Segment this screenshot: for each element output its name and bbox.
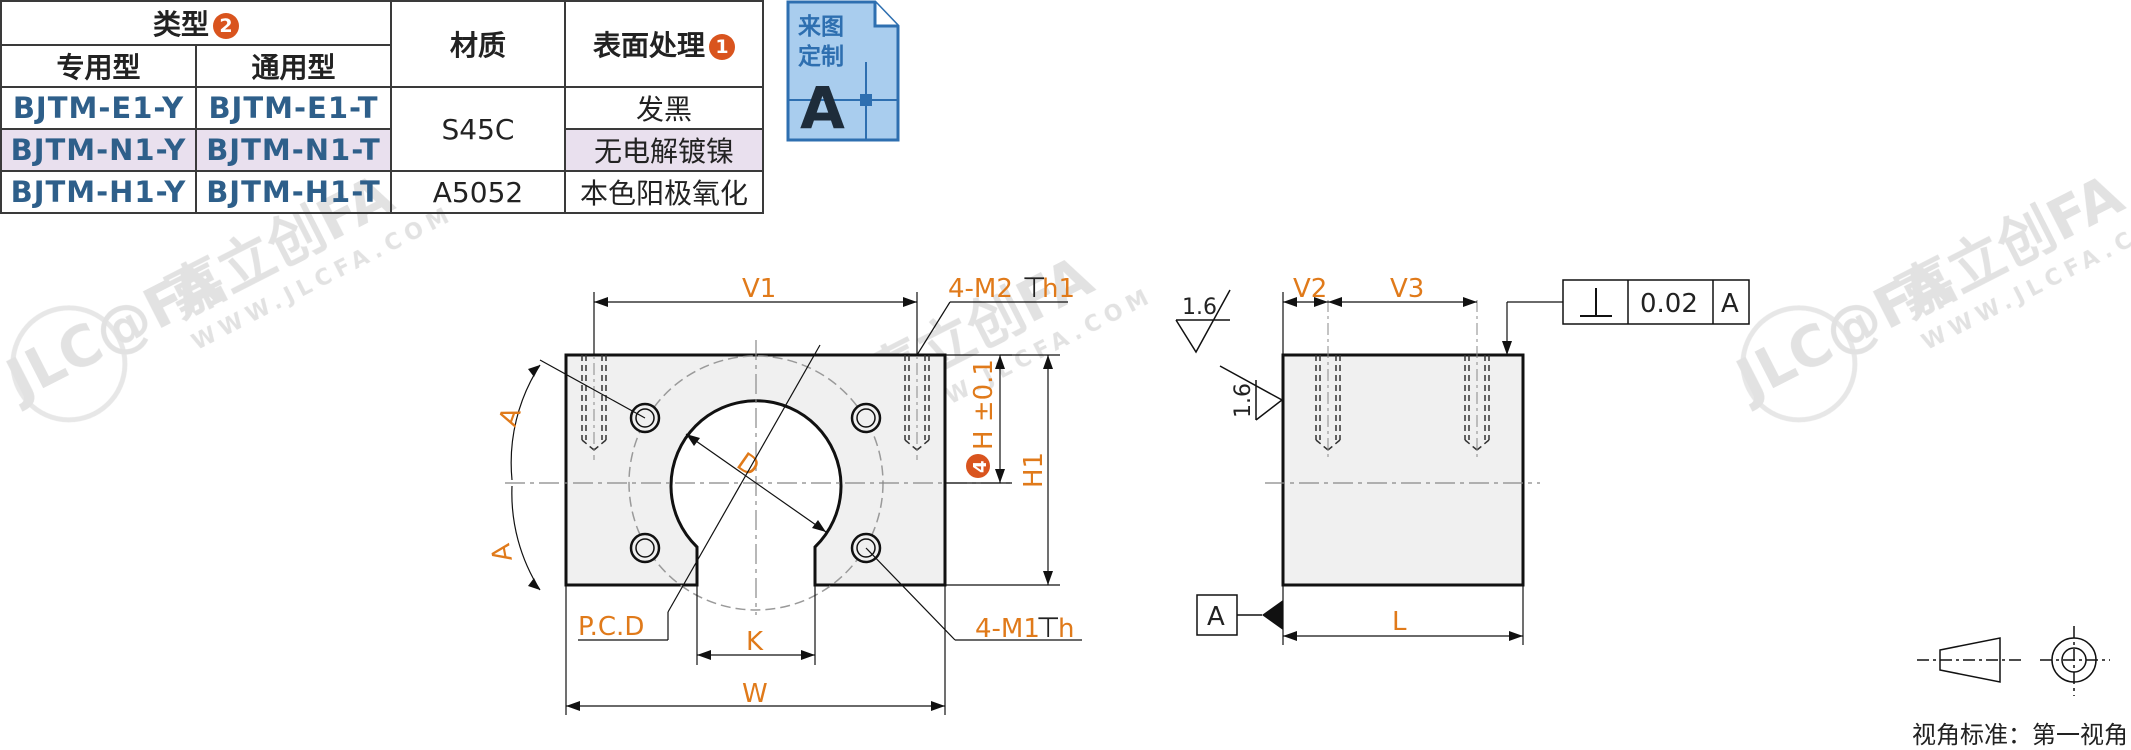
general-header: 通用型 — [195, 44, 392, 88]
dim-w: W — [742, 679, 768, 709]
code-general: BJTM-H1-T — [195, 170, 392, 214]
custom-icon-letter: A — [800, 74, 845, 142]
custom-icon-line2: 定制 — [798, 43, 844, 70]
code-general: BJTM-N1-T — [195, 128, 392, 172]
table-row: BJTM-H1-Y BJTM-H1-T A5052 本色阳极氧化 — [0, 170, 764, 214]
material-header: 材质 — [390, 0, 566, 88]
material-cell: S45C — [390, 86, 566, 172]
mounting-hole — [629, 532, 661, 564]
type-header-label: 类型 — [152, 8, 209, 41]
thread-top-label: 4-M2 — [948, 274, 1013, 304]
depth-symbol-top: ⊤ — [1022, 271, 1046, 304]
h-badge: 4 — [970, 460, 991, 473]
code-dedicated: BJTM-H1-Y — [0, 170, 197, 214]
dim-d: D — [731, 447, 765, 483]
thread-bottom-label: 4-M1 — [975, 614, 1040, 644]
perp-datum: A — [1721, 289, 1739, 319]
depth-symbol-bottom: ⊤ — [1036, 611, 1060, 644]
thread-bottom-depth: h — [1058, 614, 1074, 644]
thread-top-depth: h1 — [1042, 274, 1075, 304]
dim-k: K — [746, 627, 764, 657]
dim-v1: V1 — [742, 274, 776, 304]
surface-cell: 无电解镀镍 — [564, 128, 764, 172]
surface-cell: 发黑 — [564, 86, 764, 130]
dim-l: L — [1392, 607, 1407, 637]
surface-header-label: 表面处理 — [592, 29, 705, 62]
perpendicularity-icon — [1580, 288, 1612, 317]
roughness-side: 1.6 — [1231, 383, 1256, 418]
code-dedicated: BJTM-E1-Y — [0, 86, 197, 130]
mounting-hole — [850, 402, 882, 434]
dim-v2: V2 — [1293, 274, 1327, 304]
surface-badge: 1 — [709, 34, 735, 60]
table-row: BJTM-N1-Y BJTM-N1-T 无电解镀镍 — [0, 128, 764, 172]
custom-icon-line1: 来图 — [798, 14, 844, 40]
custom-drawing-icon: 来图 定制 A — [786, 0, 900, 142]
material-cell: A5052 — [390, 170, 566, 214]
view-standard-label: 视角标准：第一视角 — [1912, 721, 2128, 749]
dim-pcd: P.C.D — [578, 612, 644, 642]
type-badge: 2 — [213, 13, 239, 39]
datum-label: A — [1207, 602, 1225, 632]
code-dedicated: BJTM-N1-Y — [0, 128, 197, 172]
first-angle-projection-icon — [1917, 626, 2110, 696]
front-view: V1 4-M2 ⊤ h1 A A D P.C.D 4-M1 ⊤ h K — [486, 271, 1082, 715]
dim-a-upper: A — [493, 403, 527, 430]
dim-v3: V3 — [1390, 274, 1424, 304]
perp-value: 0.02 — [1640, 289, 1698, 319]
side-view: V2 V3 1.6 1.6 0.02 A A L — [1175, 274, 1750, 645]
code-general: BJTM-E1-T — [195, 86, 392, 130]
dim-a-lower: A — [486, 541, 519, 564]
surface-cell: 本色阳极氧化 — [564, 170, 764, 214]
dim-h1: H1 — [1019, 452, 1049, 488]
dedicated-header: 专用型 — [0, 44, 197, 88]
dim-h: H ±0.1 — [969, 359, 999, 450]
table-row: BJTM-E1-Y BJTM-E1-T S45C 发黑 — [0, 86, 764, 172]
roughness-top: 1.6 — [1182, 295, 1217, 320]
